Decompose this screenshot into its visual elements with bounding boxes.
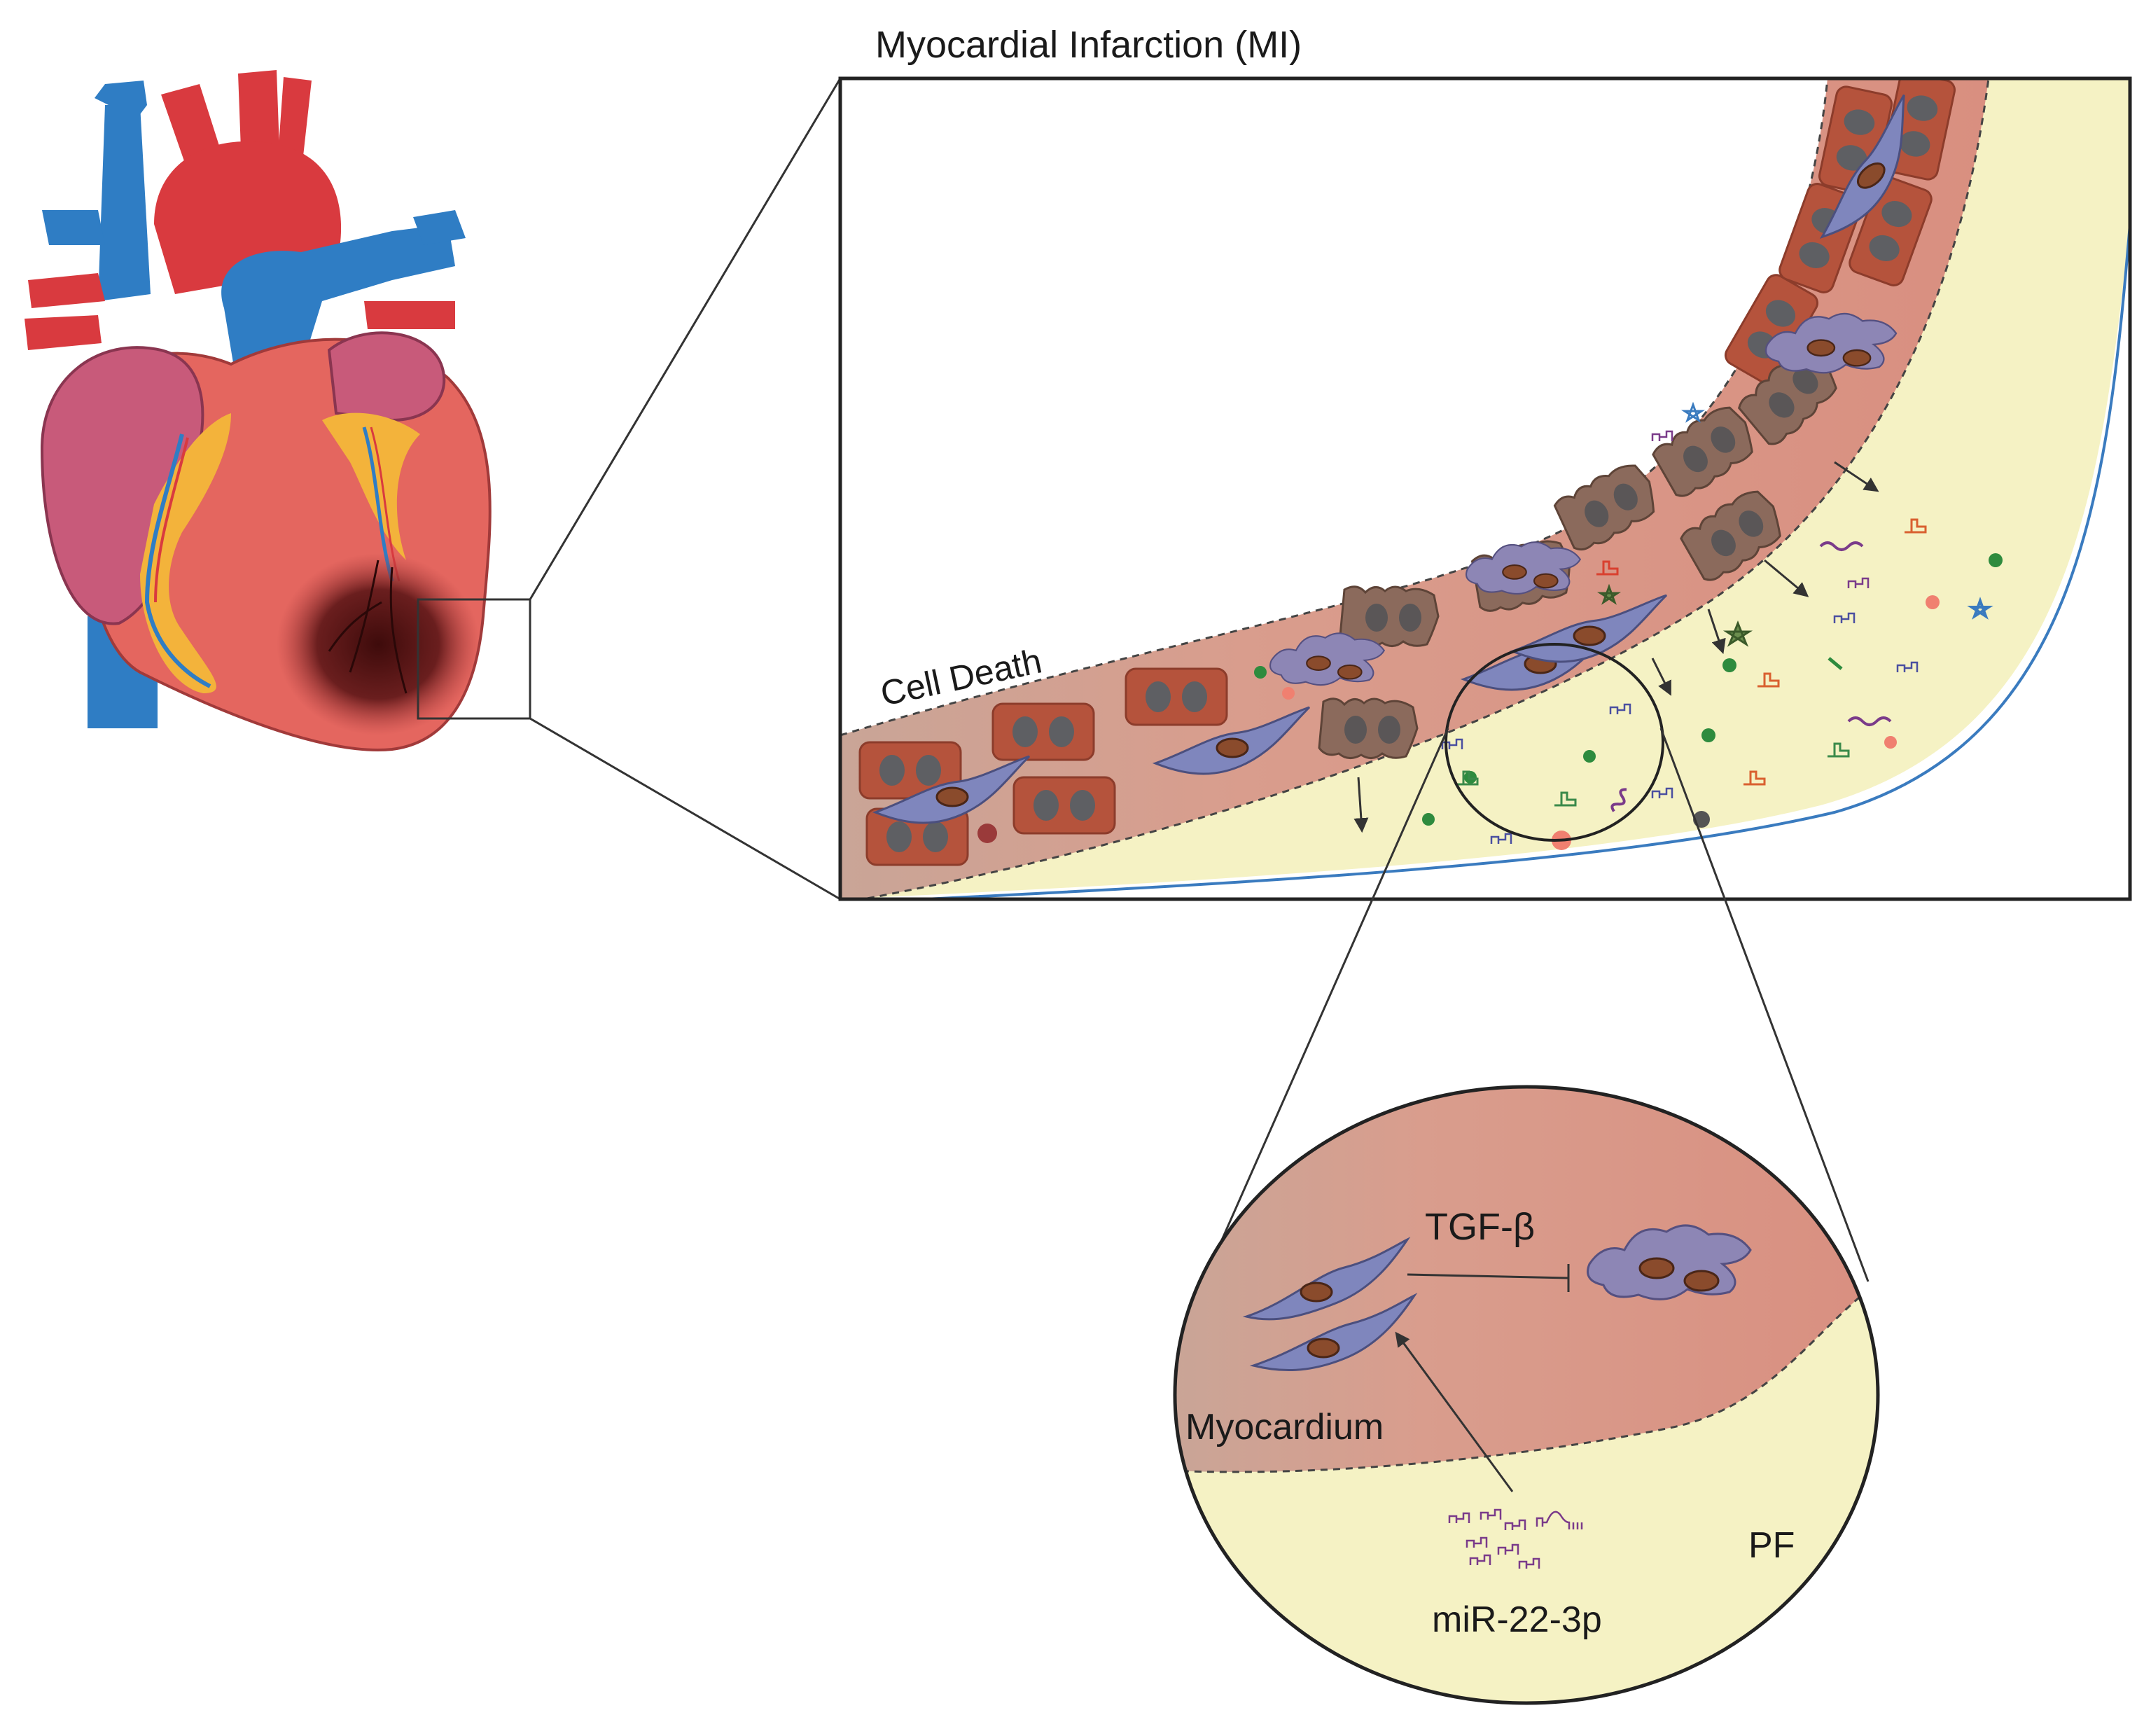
mirna-label: miR-22-3p xyxy=(1432,1599,1602,1640)
panel-frame xyxy=(838,76,2132,901)
tgf-beta-inhibition-line xyxy=(1407,1273,1569,1279)
zoom-connector-lines xyxy=(529,78,842,901)
zoom-box xyxy=(417,598,531,720)
panel-title: Myocardial Infarction (MI) xyxy=(875,24,1302,66)
anatomical-heart-icon xyxy=(25,70,492,751)
secretion-arrows xyxy=(1353,461,1879,833)
mi-panel: Myocardial Infarction (MI) xyxy=(838,24,2132,901)
myocardium-label: Myocardium xyxy=(1185,1407,1384,1447)
mirna-arrow xyxy=(1395,1331,1514,1492)
pericardial-fluid-region xyxy=(840,78,2130,899)
pf-label: PF xyxy=(1748,1525,1795,1566)
detail-connector-lines xyxy=(1182,728,1870,1328)
tgf-beta-label: TGF-β xyxy=(1425,1206,1535,1248)
fibroblast-cell-icon xyxy=(1242,1237,1418,1372)
released-factors xyxy=(977,401,2003,850)
detail-circle: TGF-β Myocardium PF miR-22-3p xyxy=(1173,1085,1880,1705)
zoom-circle xyxy=(1445,643,1664,842)
heart-illustration xyxy=(25,70,531,751)
mirna-strand-icon xyxy=(1448,1508,1583,1570)
